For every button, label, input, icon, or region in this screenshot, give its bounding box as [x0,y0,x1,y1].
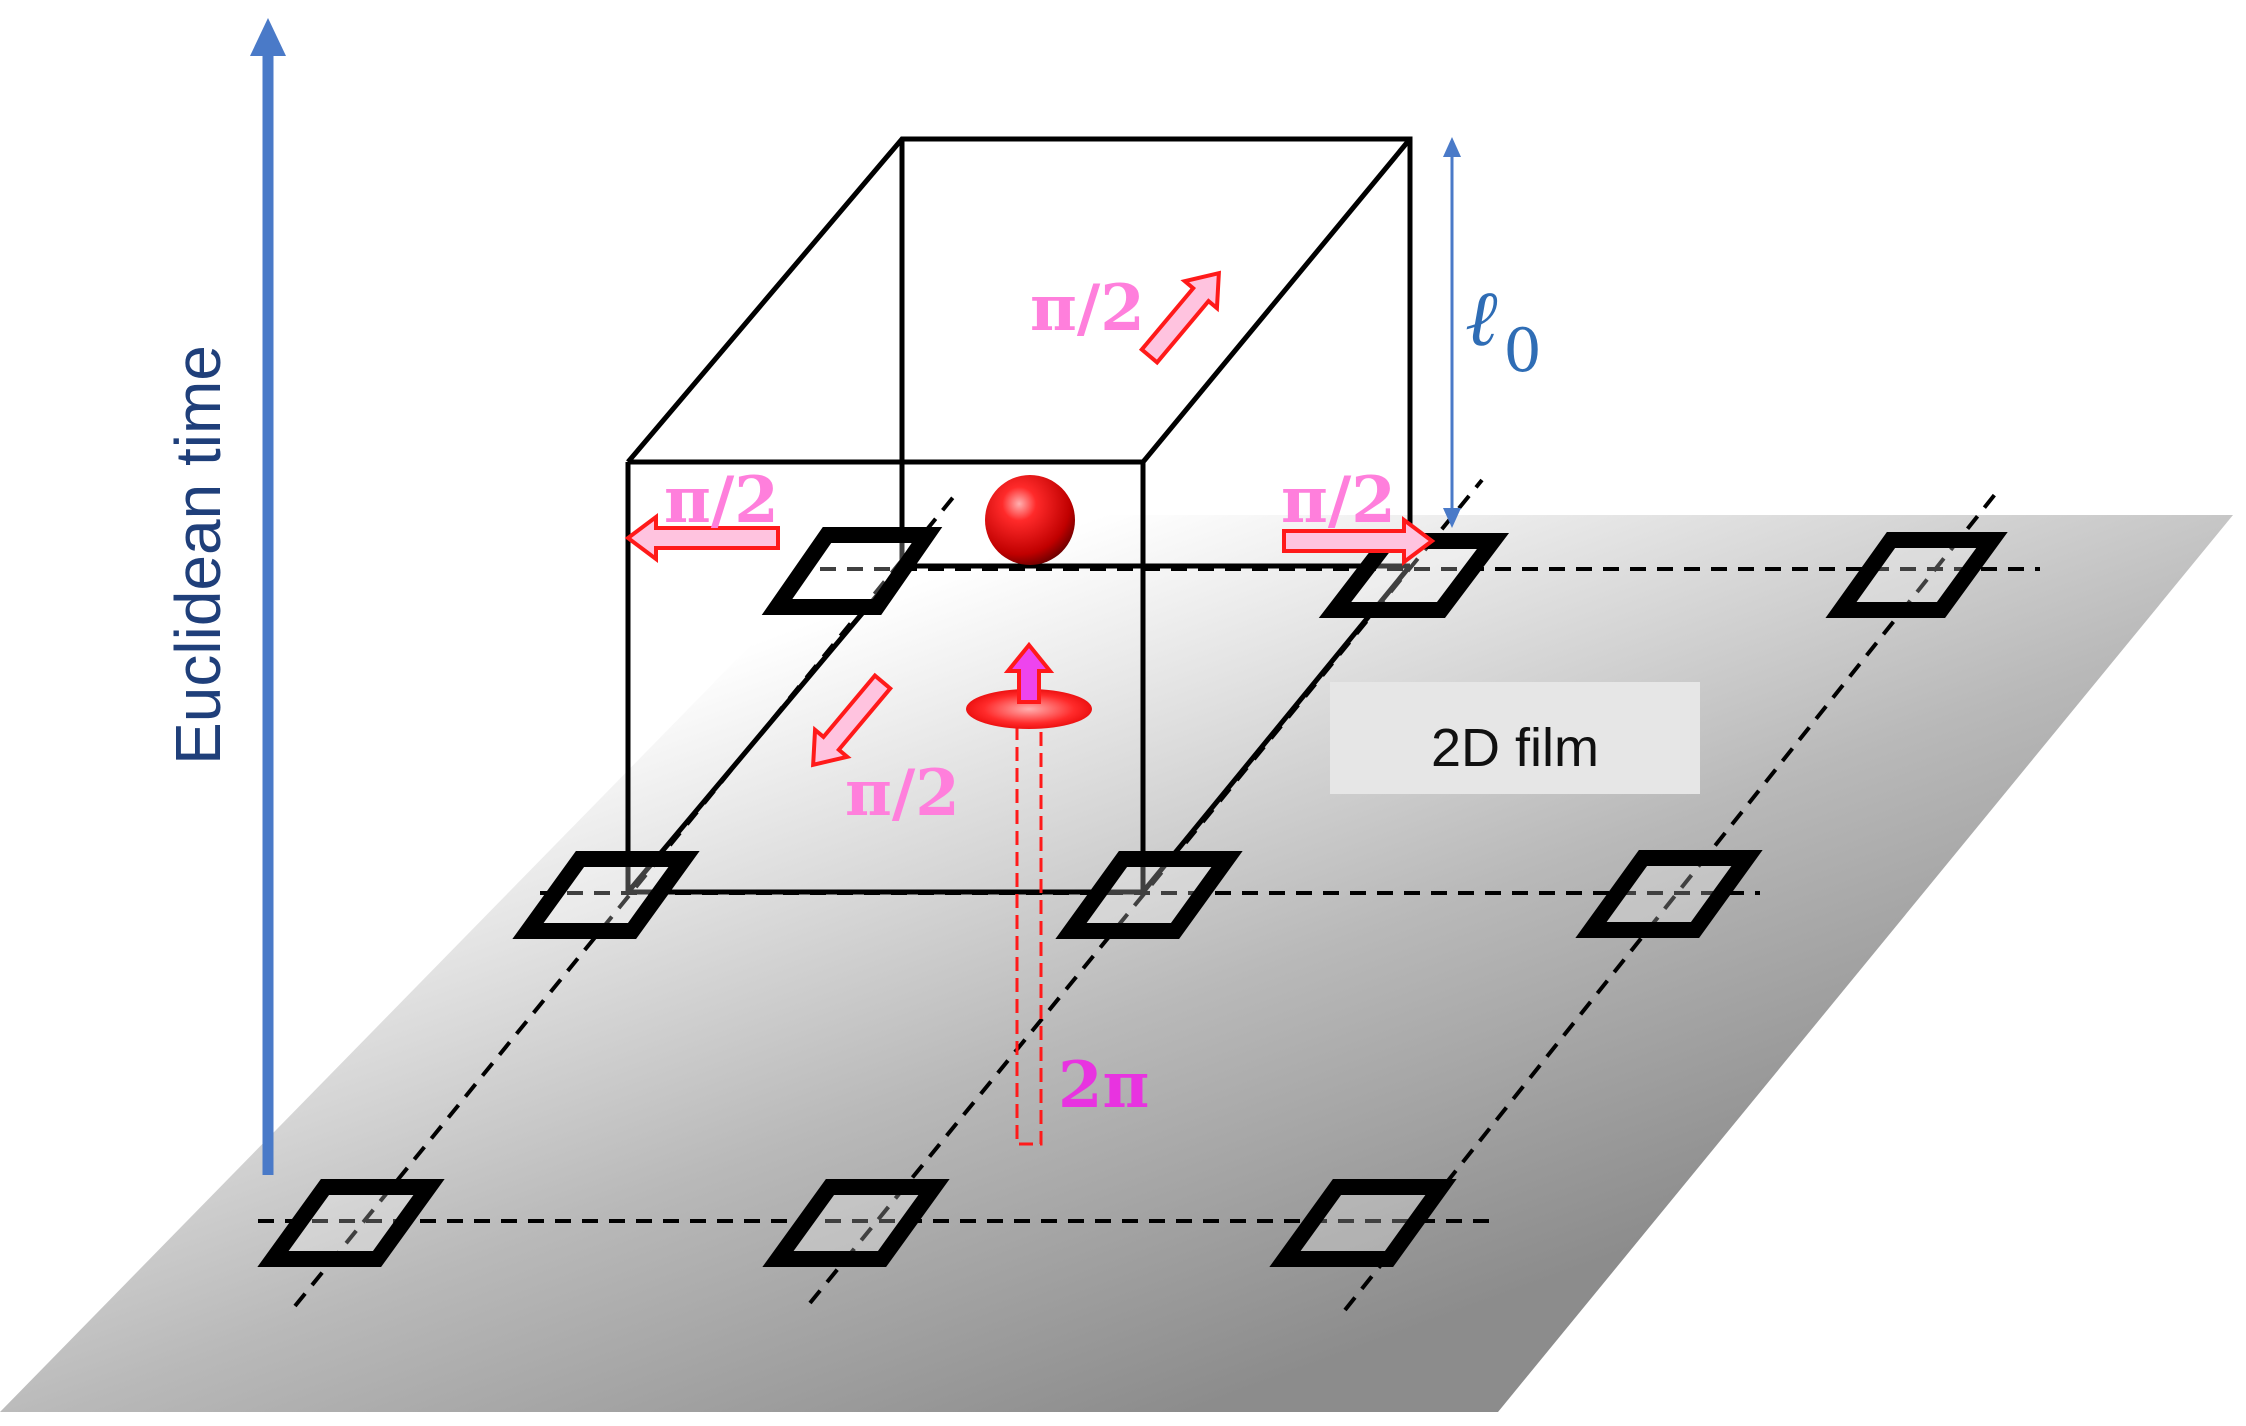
lattice-dashed-lines [258,478,2040,1312]
phase-arrow-left [624,513,780,563]
time-axis-label: Euclidean time [162,345,234,765]
phase-label-left: π/2 [664,463,779,538]
vortex-up-arrow [1003,641,1055,704]
lattice-sites [257,527,2008,1267]
phase-label-bottom: π/2 [845,756,960,831]
phase-label-full: 2π [1058,1048,1149,1123]
height-subscript: 0 [1504,316,1542,386]
height-arrow [1443,137,1461,528]
phase-label-top: π/2 [1030,271,1145,346]
lattice-site [762,1179,950,1267]
time-axis-arrow [250,18,286,1175]
lattice-site [1575,850,1763,938]
phase-arrow-right [1282,516,1436,566]
phase-arrow-down-left [811,672,894,768]
lattice-site [257,1179,445,1267]
lattice-site [761,527,943,615]
phase-label-right: π/2 [1281,463,1396,538]
film-plane [0,515,2233,1412]
particle-sphere [985,475,1075,565]
lattice-site [1269,1179,1457,1267]
lattice-site [1318,533,1510,618]
lattice-site [1825,532,2008,618]
lattice-site [512,851,700,939]
vortex-disk [966,689,1092,729]
lattice-site [1055,851,1243,939]
phase-arrow-up-right [1138,270,1221,366]
phase-arrows [624,270,1436,768]
film-label: 2D film [1431,718,1599,778]
film-label-box [1330,682,1700,794]
